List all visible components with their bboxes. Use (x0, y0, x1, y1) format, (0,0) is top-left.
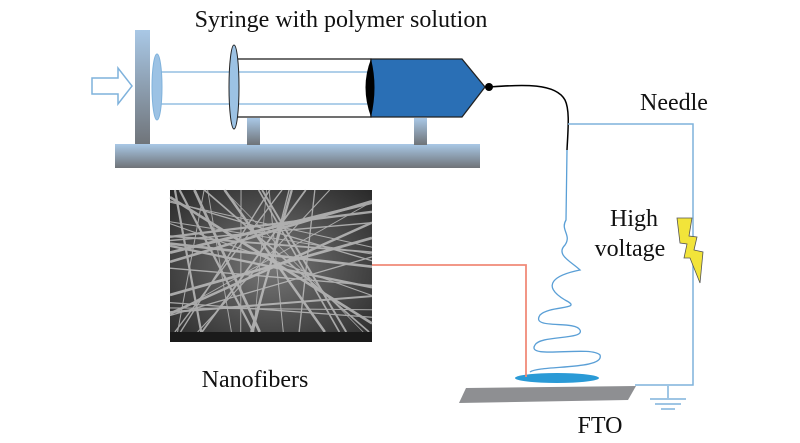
nanofibers-label: Nanofibers (202, 367, 309, 393)
piston-seal (365, 59, 375, 117)
pump-stand (135, 30, 150, 146)
ground-icon (650, 386, 686, 410)
barrel-flange (228, 44, 240, 130)
base-rail (115, 144, 480, 168)
pusher-disc (151, 53, 163, 121)
support-right (414, 118, 427, 145)
needle-label: Needle (640, 90, 708, 116)
support-left (247, 118, 260, 145)
high-voltage-label-line1: High (610, 206, 658, 232)
polymer-solution (370, 58, 486, 118)
fto-substrate (459, 386, 636, 403)
needle (488, 84, 569, 151)
push-arrow-icon (91, 65, 133, 107)
syringe-label: Syringe with polymer solution (195, 7, 488, 33)
sem-image (169, 189, 373, 342)
syringe-barrel (235, 58, 372, 118)
high-voltage-lightning-icon (676, 217, 704, 284)
sem-link-line (372, 264, 527, 377)
high-voltage-label-line2: voltage (595, 236, 666, 262)
fiber-jet (529, 149, 601, 373)
fto-label: FTO (578, 413, 623, 439)
fiber-deposit (515, 373, 599, 383)
